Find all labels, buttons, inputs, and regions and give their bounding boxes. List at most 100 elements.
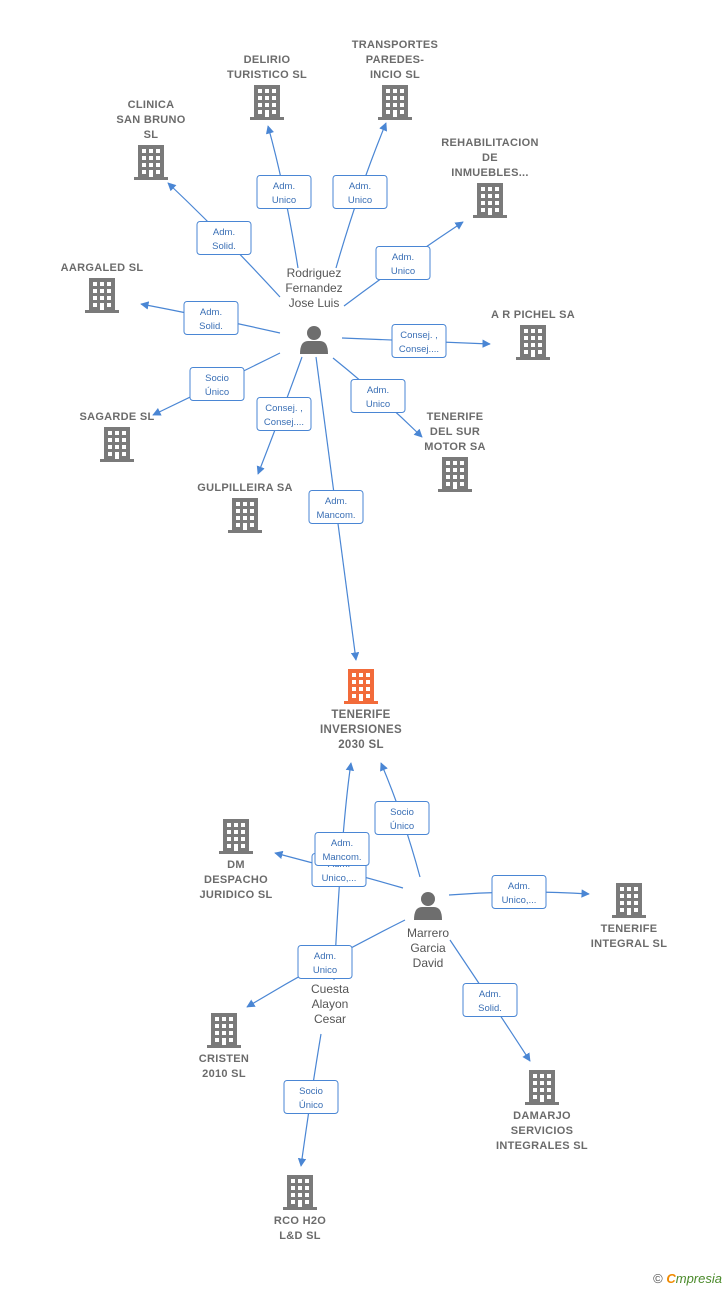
relation-label-text: Solid.	[478, 1003, 502, 1014]
company-name: DE	[482, 152, 498, 164]
building-icon	[283, 1175, 317, 1210]
company-name: DESPACHO	[204, 874, 268, 886]
relation-label-marrero-cristen[interactable]: Adm. Unico	[297, 945, 353, 979]
company-node-gulpilleira[interactable]: GULPILLEIRA SA	[197, 482, 292, 533]
building-icon	[250, 85, 284, 120]
relation-label-rodriguez-delirio[interactable]: Adm.Unico	[256, 175, 312, 209]
relation-label-rodriguez-transportes[interactable]: Adm.Unico	[332, 175, 388, 209]
relation-label-text: Mancom.	[322, 852, 361, 863]
building-icon	[85, 278, 119, 313]
relation-label-text: Único	[205, 387, 229, 398]
company-name: PAREDES-	[366, 54, 424, 66]
relation-label-text: Adm.	[325, 496, 347, 507]
relation-label-box	[491, 875, 547, 909]
relation-label-rodriguez-rehabilitacion[interactable]: Adm.Unico	[375, 246, 431, 280]
relation-label-text: Socio	[299, 1086, 323, 1097]
company-node-sagarde[interactable]: SAGARDE SL	[79, 411, 154, 462]
person-name: David	[413, 956, 444, 970]
company-name: SL	[144, 129, 159, 141]
relation-label-box	[350, 379, 406, 413]
footer-brand: © Cmpresia	[653, 1271, 722, 1286]
company-name: CRISTEN	[199, 1053, 249, 1065]
company-name: MOTOR SA	[424, 441, 485, 453]
company-name: DELIRIO	[244, 54, 291, 66]
brand-logo-text: mpresia	[675, 1271, 722, 1286]
company-name: JURIDICO SL	[200, 889, 273, 901]
relation-label-text: Socio	[390, 807, 414, 818]
relation-label-rodriguez-tenerifeinv[interactable]: Adm. Mancom.	[308, 490, 364, 524]
relation-label-rodriguez-arpichel[interactable]: Consej. , Consej....	[391, 324, 447, 358]
relation-label-text: Consej. ,	[400, 330, 438, 341]
relation-label-text: Adm.	[392, 252, 414, 263]
relation-label-marrero-damarjo[interactable]: Adm. Solid.	[462, 983, 518, 1017]
company-node-aargaled[interactable]: AARGALED SL	[61, 262, 144, 313]
company-name: DM	[227, 859, 245, 871]
relation-label-text: Adm.	[200, 307, 222, 318]
relation-label-rodriguez-tenerifesur[interactable]: Adm. Unico	[350, 379, 406, 413]
relation-label-text: Mancom.	[316, 510, 355, 521]
relation-label-rodriguez-clinica[interactable]: Adm.Solid.	[196, 221, 252, 255]
company-name: SERVICIOS	[511, 1125, 573, 1137]
relation-label-box	[256, 175, 312, 209]
relation-label-text: Socio	[205, 373, 229, 384]
relation-label-text: Adm.	[314, 951, 336, 962]
person-name: Cesar	[314, 1012, 346, 1026]
company-node-cristen[interactable]: CRISTEN 2010 SL	[199, 1013, 249, 1080]
relation-label-text: Solid.	[212, 241, 236, 252]
relation-label-rodriguez-aargaled[interactable]: Adm. Solid.	[183, 301, 239, 335]
company-name: INMUEBLES...	[451, 167, 529, 179]
company-name: 2030 SL	[338, 739, 384, 751]
building-icon	[378, 85, 412, 120]
relation-label-cuesta-tenerifeinv[interactable]: Adm.Mancom.	[314, 832, 370, 866]
company-name: L&D SL	[279, 1230, 321, 1242]
company-name: DEL SUR	[430, 426, 480, 438]
building-icon	[438, 457, 472, 492]
company-name: AARGALED SL	[61, 262, 144, 274]
relation-label-rodriguez-gulpilleira[interactable]: Consej. ,Consej....	[256, 397, 312, 431]
relation-label-box	[462, 983, 518, 1017]
building-icon	[525, 1070, 559, 1105]
relation-label-text: Único	[299, 1100, 323, 1111]
relation-label-text: Adm.	[479, 989, 501, 1000]
copyright-symbol: ©	[653, 1271, 663, 1286]
relation-label-marrero-tenerifeint[interactable]: Adm.Unico,...	[491, 875, 547, 909]
person-name: Fernandez	[285, 281, 342, 295]
relation-label-text: Unico	[348, 195, 372, 206]
company-node-rehabilitacion[interactable]: REHABILITACIONDEINMUEBLES...	[441, 137, 539, 218]
relation-label-text: Unico	[366, 399, 390, 410]
company-node-dmdespacho[interactable]: DM DESPACHO JURIDICO SL	[200, 819, 273, 901]
company-node-arpichel[interactable]: A R PICHEL SA	[491, 309, 575, 360]
relation-label-text: Unico	[313, 965, 337, 976]
building-icon	[473, 183, 507, 218]
relation-label-text: Adm.	[367, 385, 389, 396]
building-icon	[228, 498, 262, 533]
relation-label-text: Consej....	[399, 344, 439, 355]
relation-label-text: Solid.	[199, 321, 223, 332]
person-name: Rodriguez	[287, 266, 342, 280]
building-icon	[219, 819, 253, 854]
building-icon	[207, 1013, 241, 1048]
company-name: SAN BRUNO	[116, 114, 185, 126]
relation-label-text: Consej. ,	[265, 403, 303, 414]
company-name: TENERIFE	[331, 709, 390, 721]
relation-label-box	[283, 1080, 339, 1114]
company-name: 2010 SL	[202, 1068, 246, 1080]
building-icon	[344, 669, 378, 704]
relation-label-box	[297, 945, 353, 979]
company-name: TRANSPORTES	[352, 39, 438, 51]
